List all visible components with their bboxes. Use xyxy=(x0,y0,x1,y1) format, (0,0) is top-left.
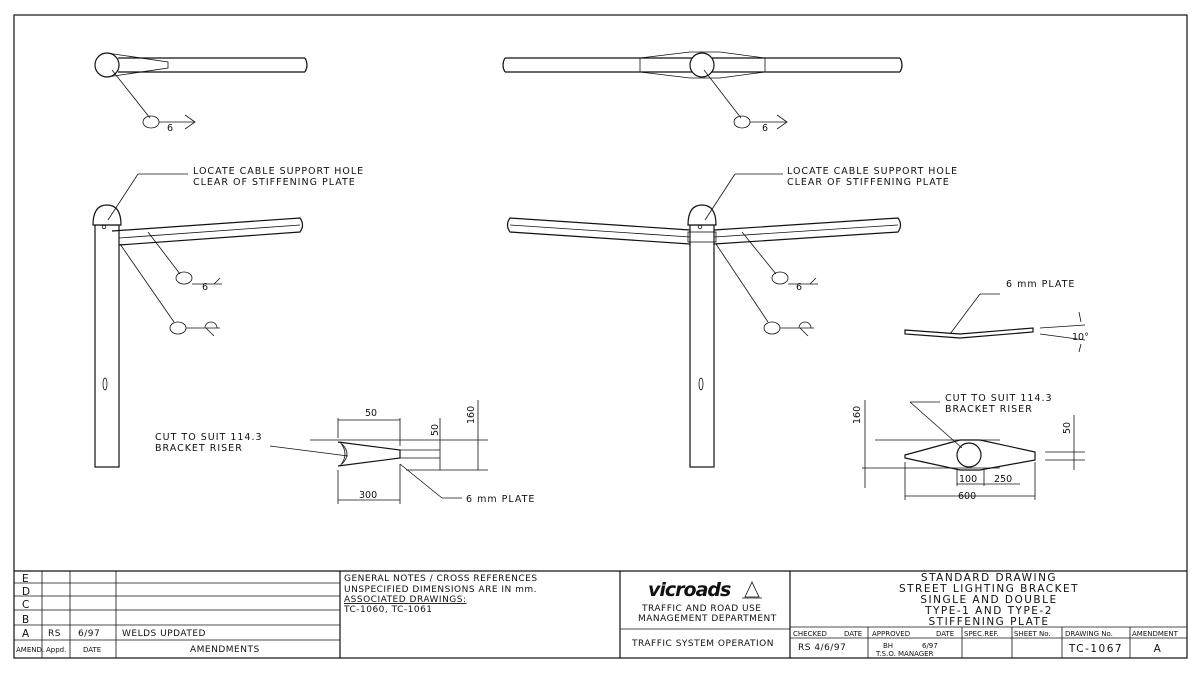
approved-by: BH xyxy=(883,642,893,650)
note-cut-line2: BRACKET RISER xyxy=(155,443,243,454)
weld-size-label: 6 xyxy=(796,282,802,293)
angle-label: 10° xyxy=(1072,332,1089,343)
dept-line1: TRAFFIC AND ROAD USE xyxy=(641,604,762,614)
plate-detail-left xyxy=(269,400,488,504)
assoc-drawings-label: ASSOCIATED DRAWINGS: xyxy=(344,595,467,605)
rev-a-by: RS xyxy=(48,629,61,639)
weld-size-label: 6 xyxy=(202,282,208,293)
title-line4: TYPE-1 AND TYPE-2 xyxy=(924,605,1053,617)
vicroads-emblem-icon xyxy=(742,581,762,599)
drawing-border xyxy=(13,14,1188,659)
rev-a-desc: WELDS UPDATED xyxy=(122,629,206,639)
assoc-drawings-list: TC-1060, TC-1061 xyxy=(343,605,433,615)
weld-size-label: 6 xyxy=(167,123,173,134)
checked-date-label: DATE xyxy=(844,630,862,638)
approved-date: 6/97 xyxy=(922,642,938,650)
amendment-label: AMENDMENT xyxy=(1132,630,1179,638)
dim-left-height-small: 50 xyxy=(430,424,441,436)
plan-view-double: 6 xyxy=(502,51,903,134)
amendment-value: A xyxy=(1154,643,1163,655)
note-cable-hole-line1: LOCATE CABLE SUPPORT HOLE xyxy=(787,166,958,177)
checked-label: CHECKED xyxy=(793,630,827,638)
vicroads-logo: vicroads xyxy=(648,579,731,601)
drawing-no-label: DRAWING No. xyxy=(1065,630,1113,638)
col-appd: Appd. xyxy=(46,646,66,654)
dim-left-bottom: 300 xyxy=(359,490,377,501)
note-cable-hole-line1: LOCATE CABLE SUPPORT HOLE xyxy=(193,166,364,177)
dim-left-top: 50 xyxy=(365,408,377,419)
approved-label: APPROVED xyxy=(872,630,910,638)
weld-size-label: 6 xyxy=(762,123,768,134)
note-plate-left: 6 mm PLATE xyxy=(466,494,535,505)
title-line5: STIFFENING PLATE xyxy=(928,616,1049,628)
note-cable-hole-line2: CLEAR OF STIFFENING PLATE xyxy=(787,177,950,188)
checked-value: RS 4/6/97 xyxy=(798,643,846,653)
dim-right-height-small: 50 xyxy=(1062,422,1073,434)
col-date: DATE xyxy=(83,646,101,654)
note-cut-line1: CUT TO SUIT 114.3 xyxy=(155,432,263,443)
note-cable-hole-line2: CLEAR OF STIFFENING PLATE xyxy=(193,177,356,188)
note-cut-right-line2: BRACKET RISER xyxy=(945,404,1033,415)
title-line2: STREET LIGHTING BRACKET xyxy=(899,583,1079,595)
note-plate-right: 6 mm PLATE xyxy=(1006,279,1075,290)
rev-letter-c: C xyxy=(22,599,31,611)
dim-right-a: 100 xyxy=(959,474,977,485)
general-notes-units: UNSPECIFIED DIMENSIONS ARE IN mm. xyxy=(344,585,537,595)
approved-role: T.S.O. MANAGER xyxy=(875,650,934,658)
rev-letter-b: B xyxy=(22,614,31,626)
plan-view-single: 6 xyxy=(94,52,308,134)
dim-right-b: 250 xyxy=(994,474,1012,485)
operation-label: TRAFFIC SYSTEM OPERATION xyxy=(631,639,774,649)
plate-section-detail xyxy=(904,293,1086,353)
col-amend: AMEND. xyxy=(16,646,44,654)
dim-right-height-big: 160 xyxy=(852,406,863,424)
elevation-double: 6 xyxy=(506,173,902,468)
spec-ref-label: SPEC.REF. xyxy=(964,630,999,638)
rev-letter-e: E xyxy=(22,573,30,585)
title-line3: SINGLE AND DOUBLE xyxy=(920,594,1057,606)
drawing-number: TC-1067 xyxy=(1068,643,1123,655)
rev-a-date: 6/97 xyxy=(78,629,100,639)
plate-plan-detail xyxy=(862,400,1085,500)
dim-left-height-big: 160 xyxy=(466,406,477,424)
title-block xyxy=(14,570,1187,658)
rev-letter-d: D xyxy=(22,586,32,598)
sheet-no-label: SHEET No. xyxy=(1014,630,1051,638)
col-amendments: AMENDMENTS xyxy=(190,645,260,655)
note-cut-right-line1: CUT TO SUIT 114.3 xyxy=(945,393,1053,404)
rev-letter-a: A xyxy=(22,628,31,640)
title-line1: STANDARD DRAWING xyxy=(921,572,1057,584)
approved-date-label: DATE xyxy=(936,630,954,638)
dept-line2: MANAGEMENT DEPARTMENT xyxy=(638,614,777,624)
general-notes-title: GENERAL NOTES / CROSS REFERENCES xyxy=(344,574,538,584)
dim-right-total: 600 xyxy=(958,491,976,502)
elevation-single: 6 xyxy=(92,173,304,468)
